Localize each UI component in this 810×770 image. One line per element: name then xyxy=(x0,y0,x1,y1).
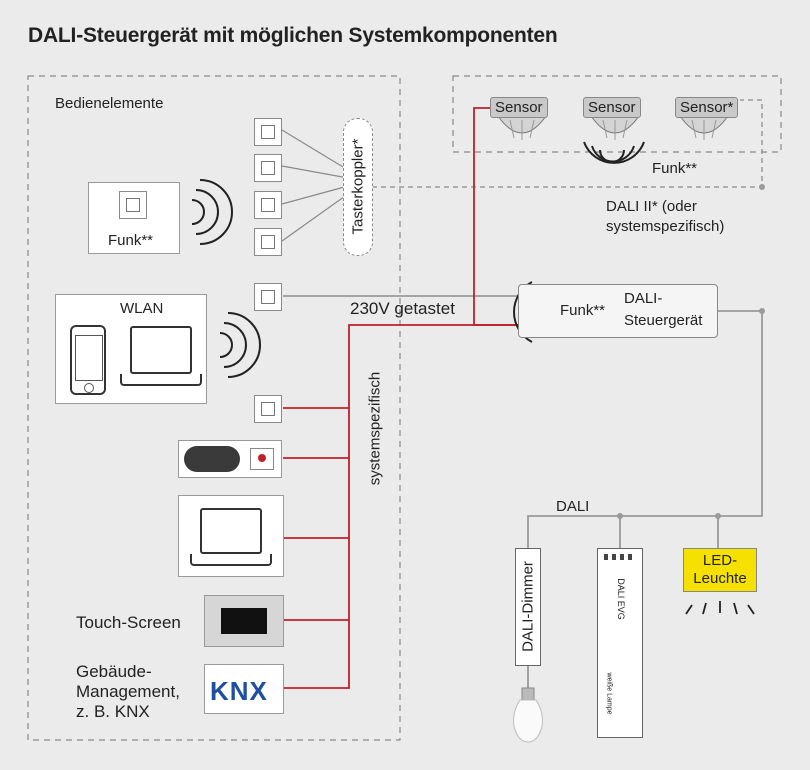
controller-label-1: DALI- xyxy=(624,290,663,307)
tasterkoppler-label: Tasterkoppler* xyxy=(349,138,367,235)
sensor-region-border xyxy=(452,75,782,153)
controller-funk-label: Funk** xyxy=(560,302,606,319)
touch-screen-panel xyxy=(204,595,284,647)
sensor-label: Sensor xyxy=(490,97,548,118)
wlan-label: WLAN xyxy=(120,300,164,317)
tasterkoppler-module xyxy=(343,118,373,256)
sensor-domes xyxy=(497,115,729,140)
push-button[interactable] xyxy=(254,154,282,182)
knx-logo: KNX xyxy=(210,676,268,706)
knx-panel xyxy=(204,664,284,714)
sensor-funk-waves xyxy=(583,141,645,164)
dali-controller xyxy=(518,284,718,338)
weisse-lampe-label: weiße Lampe xyxy=(605,672,613,715)
funk-panel-waves xyxy=(191,179,233,245)
funk-panel-label: Funk** xyxy=(108,232,154,249)
touch-screen-label: Touch-Screen xyxy=(76,613,181,632)
led-luminaire: LED- Leuchte xyxy=(683,548,757,592)
gebaeude-label-1: Gebäude- xyxy=(76,662,152,681)
red-wires xyxy=(283,107,520,689)
light-bulb-icon xyxy=(513,687,543,743)
push-button-system[interactable] xyxy=(254,395,282,423)
systemspezifisch-label: systemspezifisch xyxy=(366,371,384,486)
push-button-230v[interactable] xyxy=(254,283,282,311)
funk-switch-button[interactable] xyxy=(119,191,147,219)
dali2-label: DALI II* (oder xyxy=(606,198,697,215)
getastet-label: 230V getastet xyxy=(350,299,455,318)
push-button[interactable] xyxy=(254,228,282,256)
dimmer-label: DALI-Dimmer xyxy=(519,561,537,652)
dali-bus-label: DALI xyxy=(556,498,590,515)
dali-evg xyxy=(597,548,643,738)
controller-label-2: Steuergerät xyxy=(624,312,703,329)
led-label-2: Leuchte xyxy=(693,570,747,587)
push-button[interactable] xyxy=(254,191,282,219)
laptop-base-icon xyxy=(120,374,202,386)
dali-dimmer xyxy=(515,548,541,666)
gebaeude-label-2: Management, xyxy=(76,682,180,701)
remote-control-icon[interactable] xyxy=(184,446,240,472)
push-button[interactable] xyxy=(254,118,282,146)
diagram-title: DALI-Steuergerät mit möglichen Systemkom… xyxy=(28,24,558,47)
left-region-label: Bedienelemente xyxy=(55,95,164,112)
gebaeude-label-3: z. B. KNX xyxy=(76,702,150,721)
sensor-label: Sensor xyxy=(583,97,641,118)
dali2-dashed-wire xyxy=(372,99,763,188)
taster-wires xyxy=(281,129,349,242)
laptop-base-icon-2 xyxy=(190,554,272,566)
sensor-funk-label: Funk** xyxy=(652,160,698,177)
left-region-border xyxy=(27,75,401,741)
smartphone-icon xyxy=(70,325,106,395)
led-label-1: LED- xyxy=(702,552,738,569)
dali2-label-line2: systemspezifisch) xyxy=(606,218,725,235)
evg-label: DALI EVG xyxy=(616,578,626,620)
led-rays xyxy=(685,601,755,615)
sensor-label: Sensor* xyxy=(675,97,739,118)
wlan-waves xyxy=(219,312,261,378)
laptop-icon-2 xyxy=(200,508,262,554)
laptop-icon xyxy=(130,326,192,374)
controller-to-bus-wire xyxy=(527,310,763,548)
ir-receiver-icon xyxy=(250,448,274,470)
